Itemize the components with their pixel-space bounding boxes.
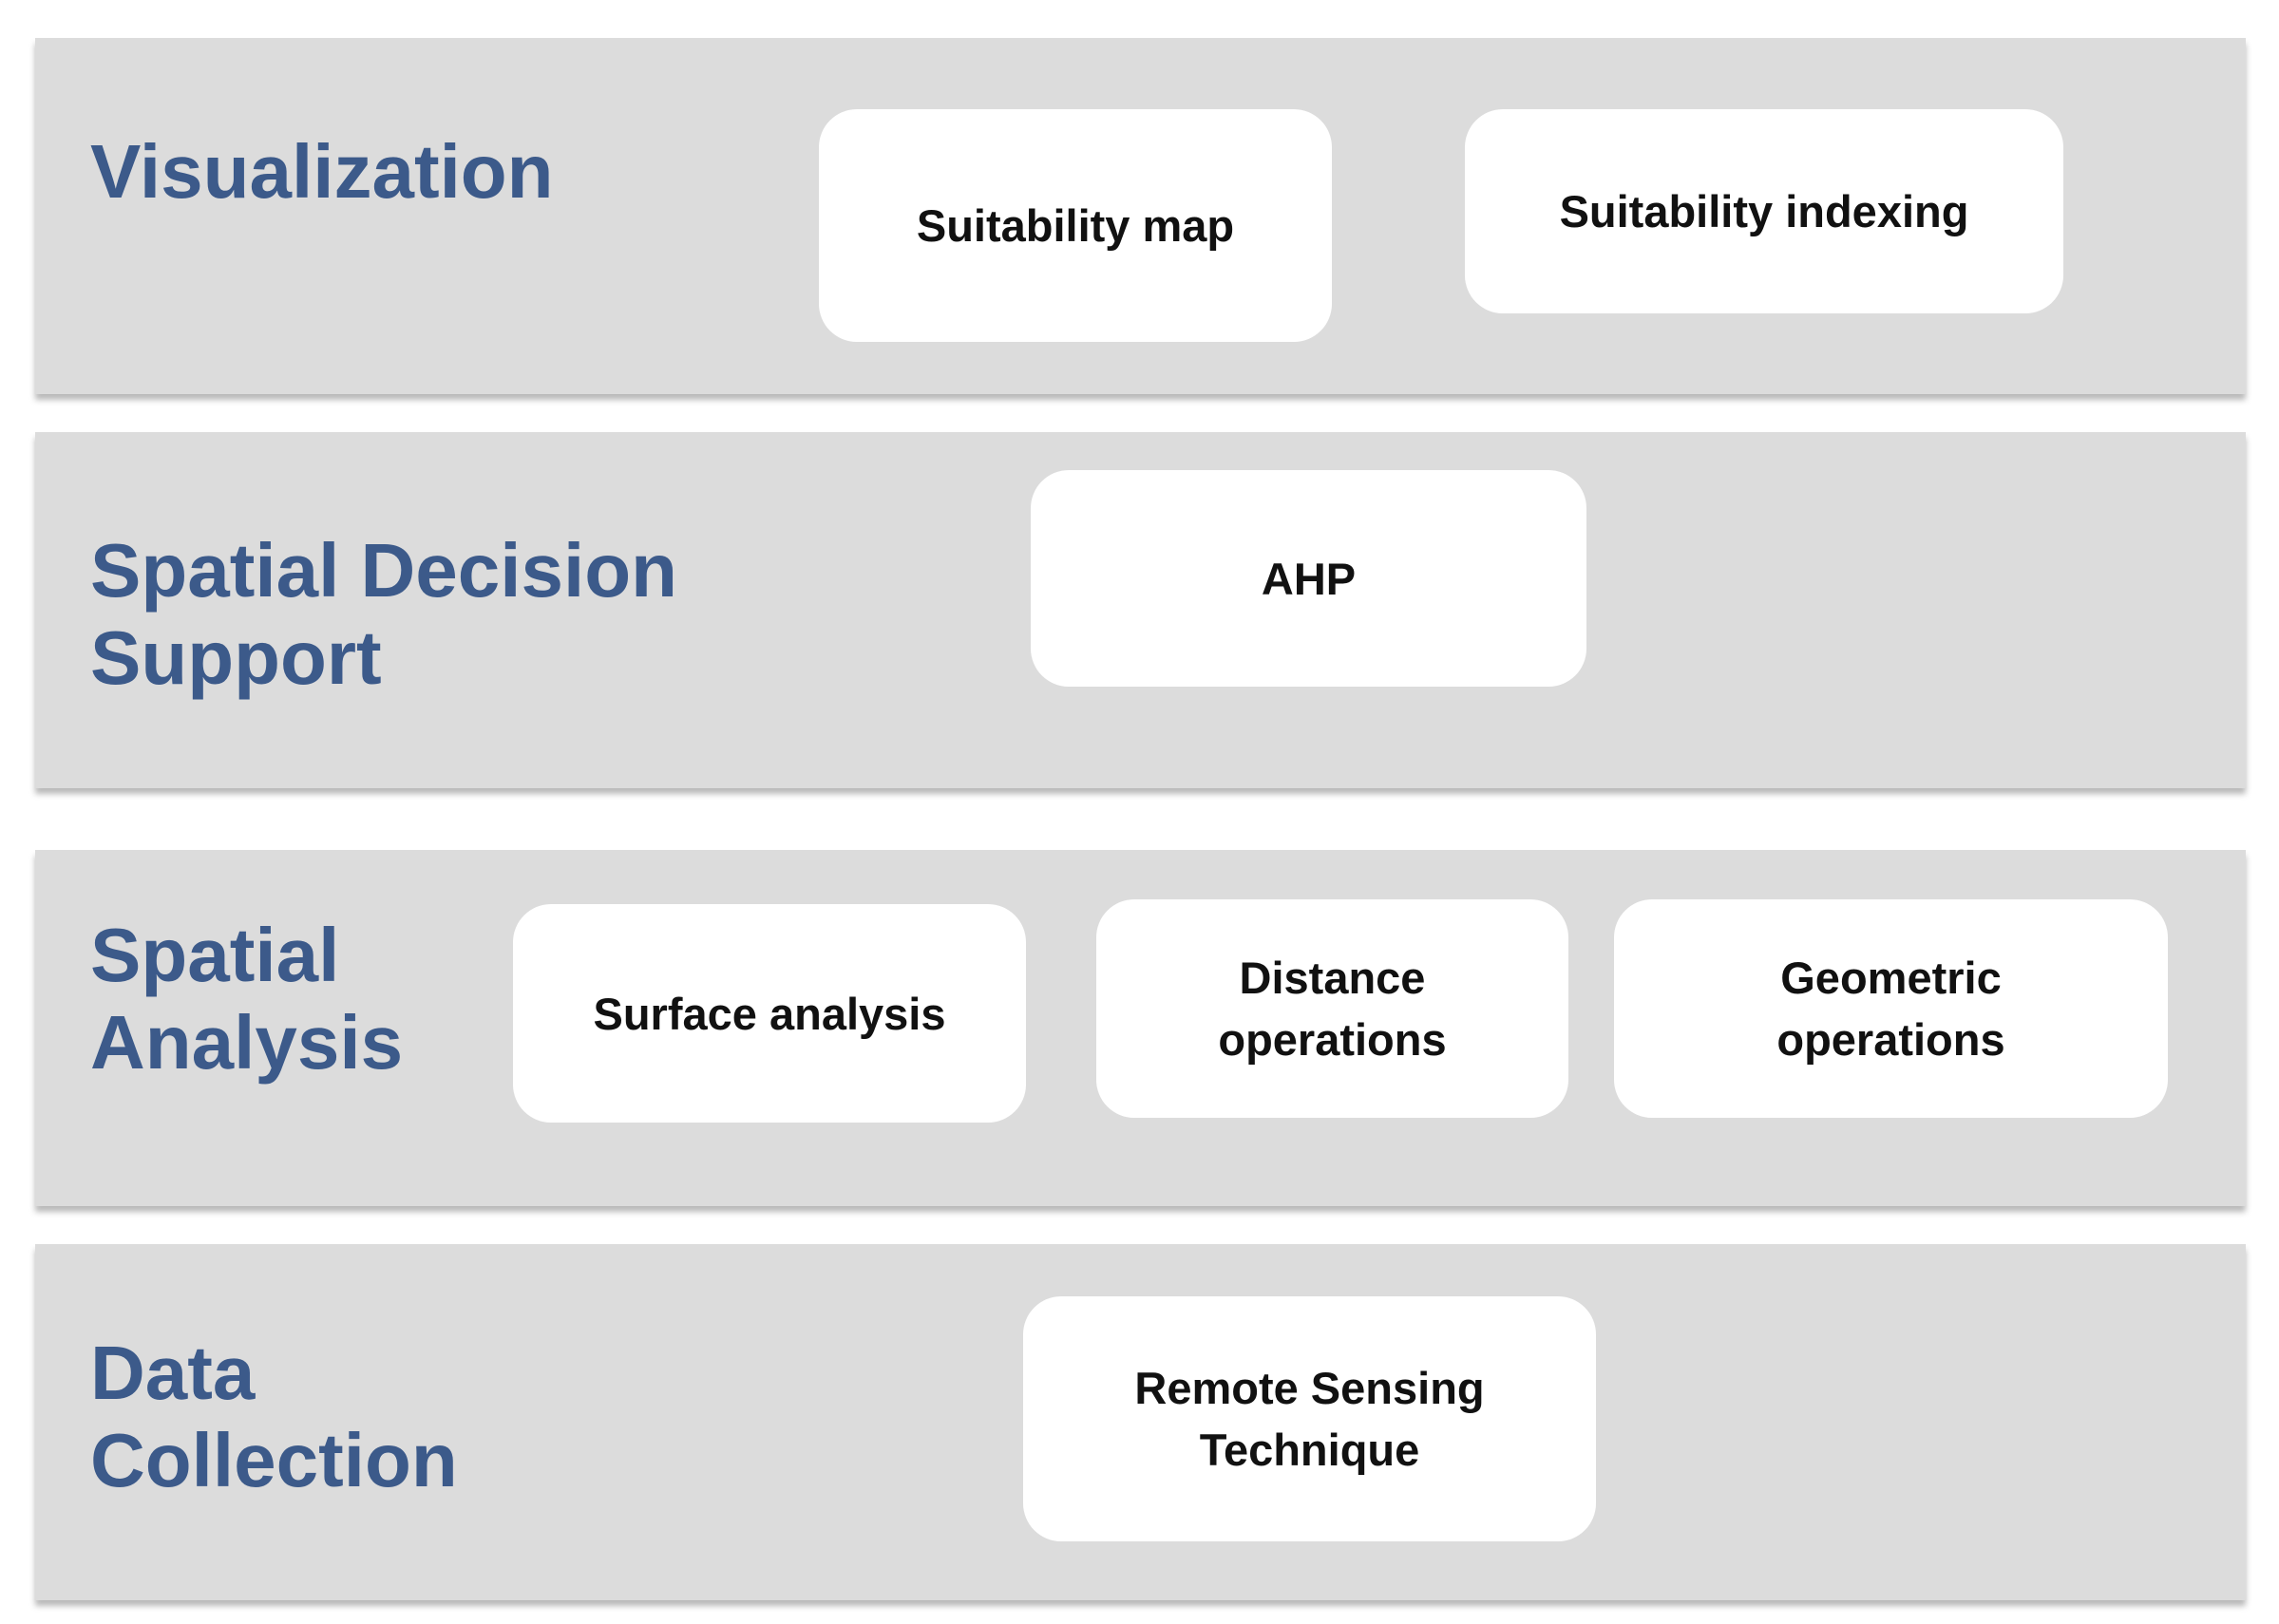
layer-title-line: Visualization bbox=[90, 129, 554, 214]
layer-spatial-decision-support: Spatial Decision Support AHP bbox=[35, 432, 2246, 788]
box-label-line: Remote Sensing bbox=[1134, 1363, 1485, 1413]
box-suitability-map: Suitability map bbox=[819, 109, 1332, 342]
layer-title-data-collection: Data Collection bbox=[90, 1330, 458, 1504]
layer-title-spatial-analysis: Spatial Analysis bbox=[90, 912, 403, 1086]
box-label-line: Suitability map bbox=[916, 200, 1235, 251]
box-label-line: operations bbox=[1218, 1014, 1447, 1065]
layer-data-collection: Data Collection Remote Sensing Technique bbox=[35, 1244, 2246, 1600]
box-remote-sensing-technique: Remote Sensing Technique bbox=[1023, 1296, 1596, 1541]
layer-title-line: Spatial bbox=[90, 913, 340, 997]
box-label-line: Technique bbox=[1199, 1425, 1420, 1475]
layer-title-visualization: Visualization bbox=[90, 128, 554, 216]
box-label-line: Surface analysis bbox=[593, 988, 946, 1039]
box-label-line: AHP bbox=[1261, 553, 1357, 604]
layer-spatial-analysis: Spatial Analysis Surface analysis Distan… bbox=[35, 850, 2246, 1206]
box-distance-operations: Distance operations bbox=[1096, 899, 1568, 1118]
box-geometric-operations: Geometric operations bbox=[1614, 899, 2168, 1118]
layer-title-line: Spatial Decision bbox=[90, 528, 677, 613]
box-label-line: Distance bbox=[1239, 953, 1426, 1003]
box-ahp: AHP bbox=[1031, 470, 1586, 687]
layer-title-line: Collection bbox=[90, 1418, 458, 1502]
layer-title-spatial-decision-support: Spatial Decision Support bbox=[90, 527, 677, 702]
box-label-line: Geometric bbox=[1780, 953, 2002, 1003]
box-surface-analysis: Surface analysis bbox=[513, 904, 1026, 1123]
box-label-line: operations bbox=[1776, 1014, 2005, 1065]
layer-title-line: Support bbox=[90, 615, 382, 700]
layer-title-line: Data bbox=[90, 1331, 256, 1415]
layer-title-line: Analysis bbox=[90, 1000, 404, 1085]
layer-visualization: Visualization Suitability map Suitabilit… bbox=[35, 38, 2246, 394]
box-label-line: Suitability indexing bbox=[1559, 186, 1969, 236]
box-suitability-indexing: Suitability indexing bbox=[1465, 109, 2063, 313]
